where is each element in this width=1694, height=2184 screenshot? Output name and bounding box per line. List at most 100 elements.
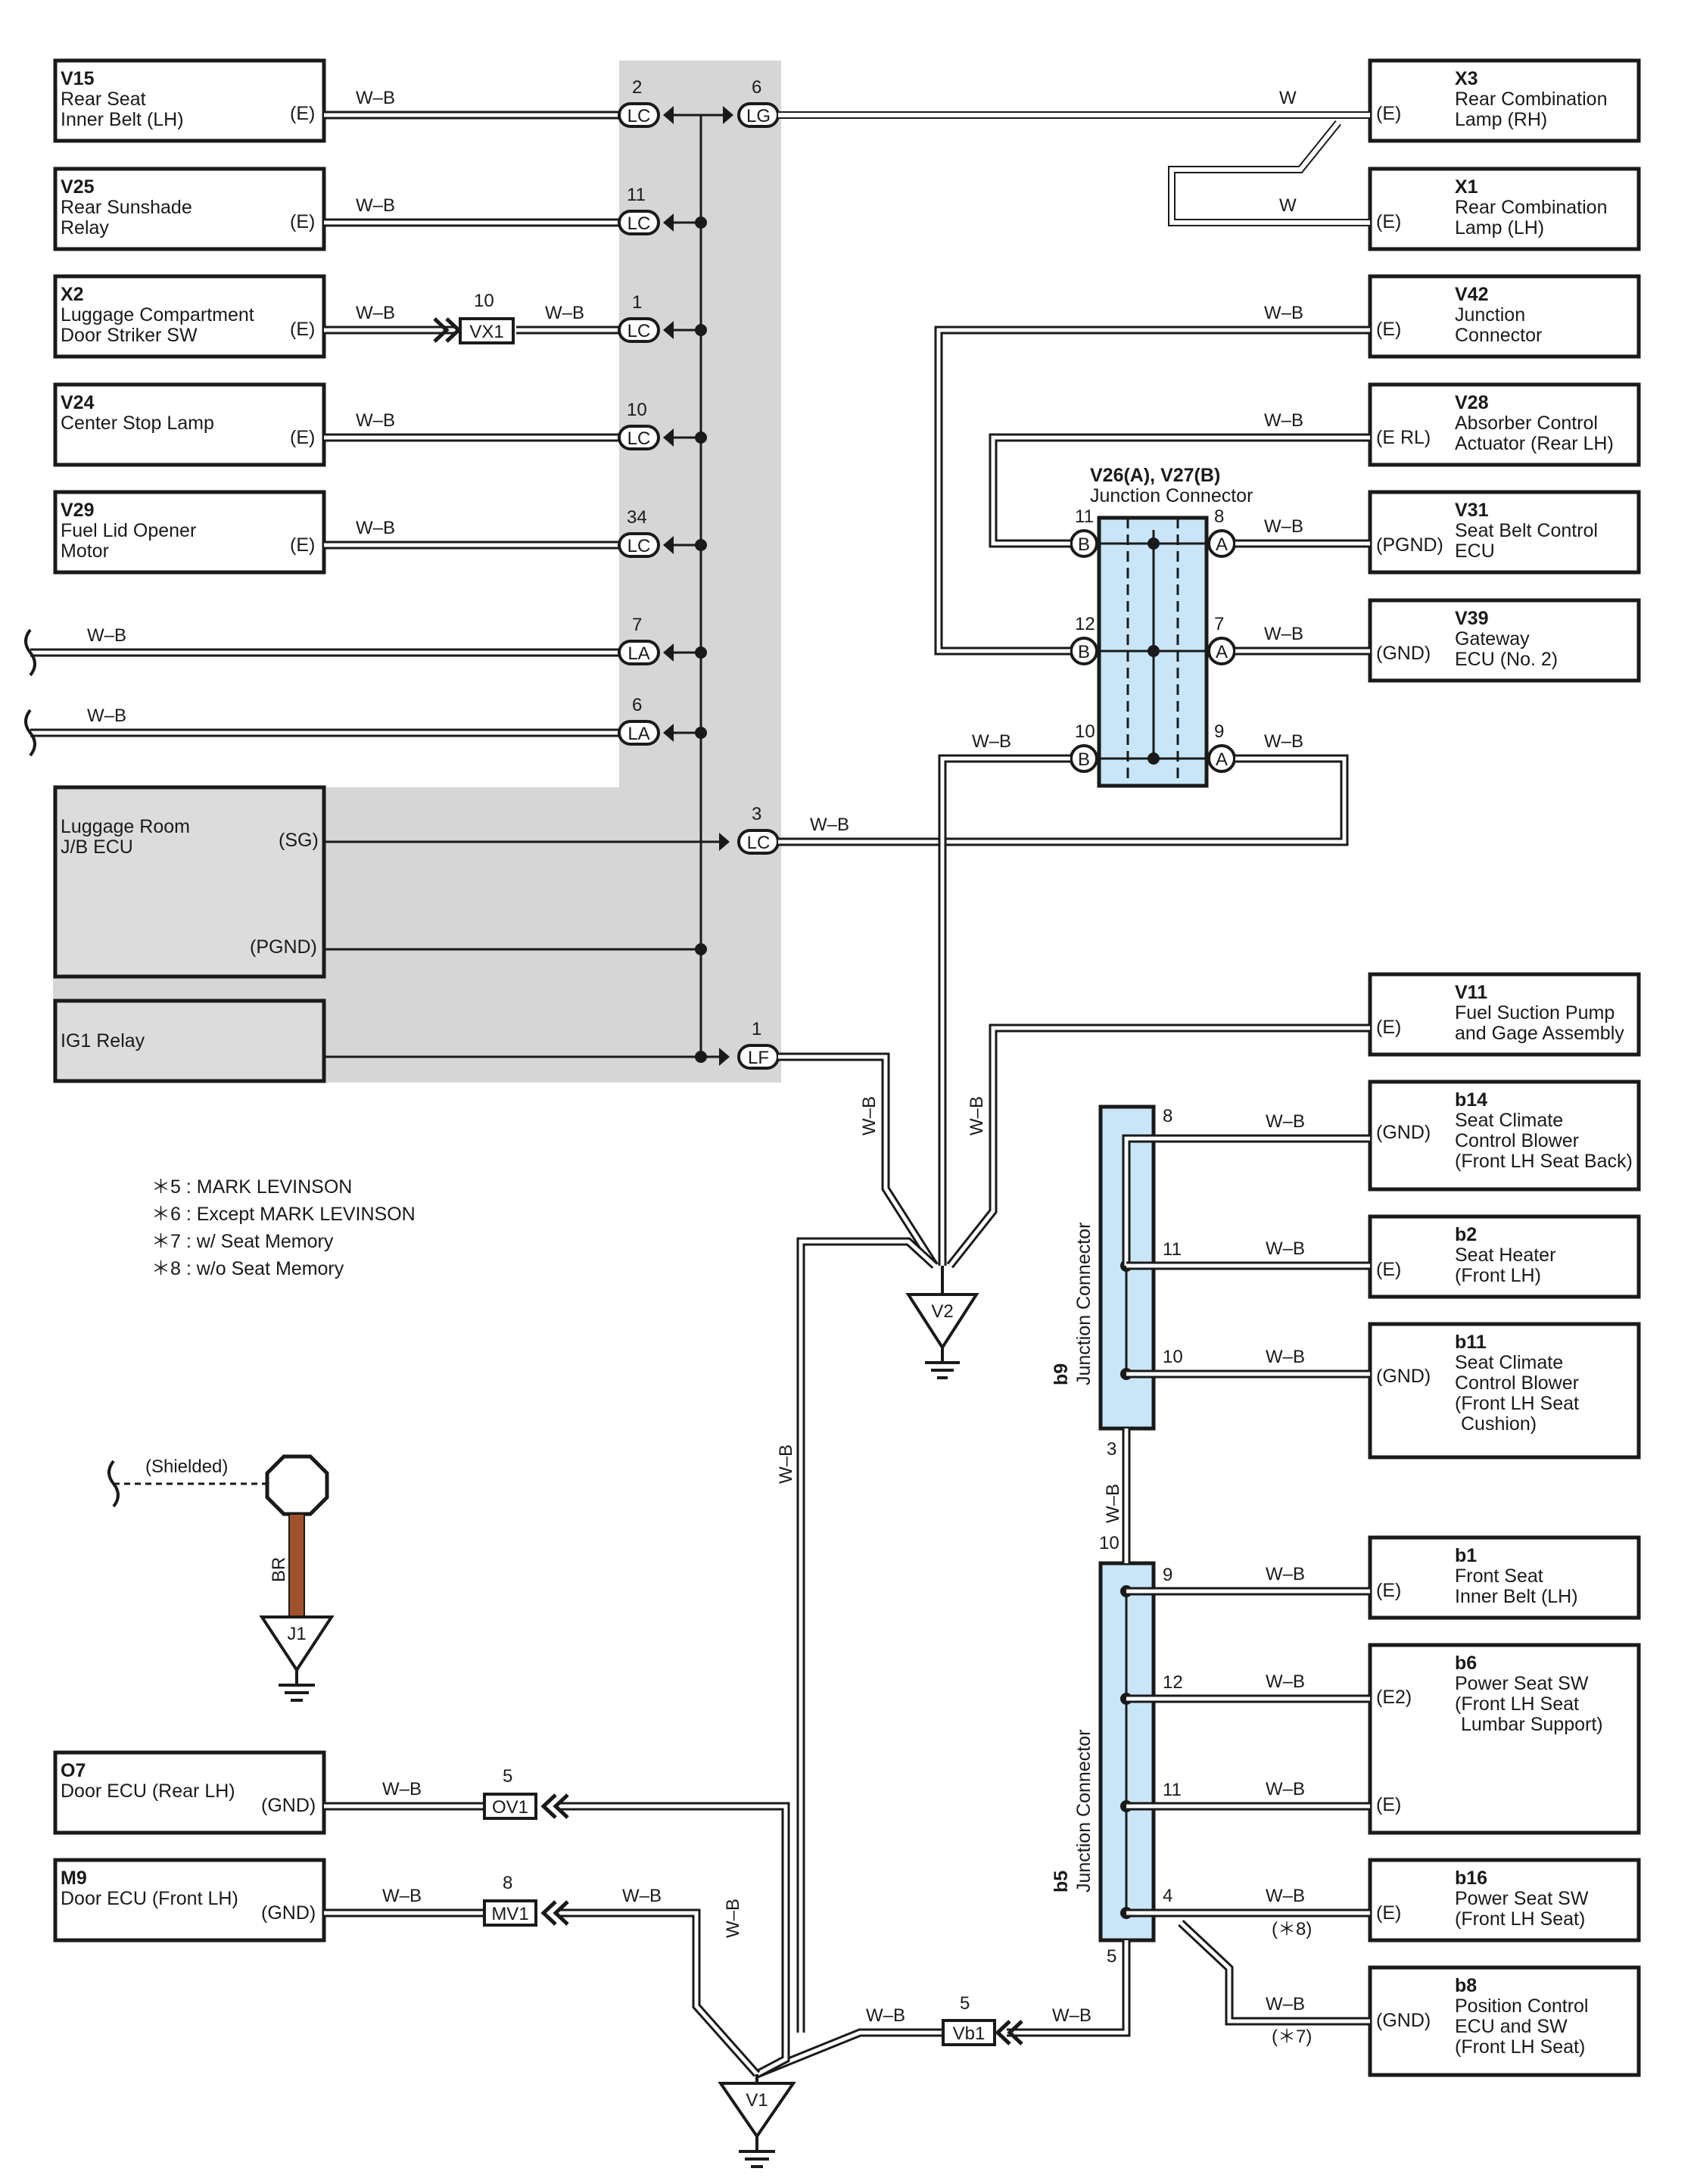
component-b6: b6 Power Seat SW (Front LH Seat Lumbar S…: [1368, 1643, 1641, 1835]
svg-text:Lumbar Support): Lumbar Support): [1461, 1714, 1603, 1735]
shield-ground-j1: (Shielded) BR J1: [107, 1454, 335, 1702]
v29-code: V29: [61, 500, 94, 521]
svg-text:W–B: W–B: [859, 1096, 880, 1136]
svg-text:Rear Combination: Rear Combination: [1455, 89, 1608, 110]
component-v11: V11 Fuel Suction Pump and Gage Assembly …: [1368, 972, 1641, 1057]
svg-text:3: 3: [752, 804, 761, 824]
svg-text:V1: V1: [746, 2090, 768, 2111]
svg-text:(Front LH Seat): (Front LH Seat): [1455, 2036, 1585, 2058]
svg-text:Door ECU (Front LH): Door ECU (Front LH): [61, 1888, 238, 1909]
svg-text:Lamp (LH): Lamp (LH): [1455, 217, 1544, 238]
component-v24: V24 Center Stop Lamp (E): [53, 382, 326, 467]
plug-lc-11: LC 11: [618, 185, 674, 235]
svg-text:W–B: W–B: [1266, 1111, 1305, 1132]
svg-text:ECU (No. 2): ECU (No. 2): [1455, 649, 1558, 670]
svg-text:b11: b11: [1455, 1332, 1487, 1353]
connector-ov1: OV1 5: [483, 1766, 569, 1820]
svg-text:7: 7: [1214, 614, 1224, 634]
svg-text:Seat Climate: Seat Climate: [1455, 1110, 1563, 1131]
svg-text:W–B: W–B: [382, 1886, 422, 1906]
luggage-line2: J/B ECU: [61, 837, 133, 858]
svg-text:5: 5: [503, 1766, 512, 1787]
svg-text:W–B: W–B: [776, 1444, 796, 1484]
svg-text:Vb1: Vb1: [953, 2024, 986, 2044]
svg-text:(E): (E): [1376, 1259, 1401, 1280]
svg-text:b9: b9: [1051, 1363, 1072, 1385]
junction-v26-v27: V26(A), V27(B) Junction Connector B B B …: [1070, 465, 1253, 788]
svg-text:W–B: W–B: [545, 303, 584, 323]
svg-text:(E): (E): [1376, 319, 1401, 340]
svg-text:(E): (E): [1376, 1580, 1401, 1601]
wire-break-la7: [24, 628, 36, 677]
right-wires: [778, 111, 1370, 2033]
svg-text:Junction Connector: Junction Connector: [1073, 1223, 1095, 1385]
left-wire-labels: W–B W–B W–B W–B W–B W–B W–B W–B: [87, 88, 584, 726]
svg-text:(＊8): (＊8): [1272, 1919, 1312, 1939]
svg-text:9: 9: [1214, 721, 1224, 742]
svg-text:b1: b1: [1455, 1545, 1477, 1566]
svg-text:Control Blower: Control Blower: [1455, 1130, 1579, 1151]
junction-b-wires: [755, 1134, 1370, 2079]
svg-text:(GND): (GND): [261, 1902, 316, 1924]
component-v29: V29 Fuel Lid Opener Motor (E): [53, 490, 326, 575]
svg-text:V39: V39: [1455, 608, 1488, 629]
v25-line1: Rear Sunshade: [61, 197, 192, 218]
svg-text:LA: LA: [627, 643, 649, 664]
svg-text:ECU and SW: ECU and SW: [1455, 2016, 1568, 2037]
svg-text:(E RL): (E RL): [1376, 427, 1431, 448]
svg-text:8: 8: [1163, 1106, 1172, 1126]
svg-text:Rear Combination: Rear Combination: [1455, 197, 1608, 218]
component-v39: V39 Gateway ECU (No. 2) (GND): [1368, 598, 1641, 683]
svg-text:9: 9: [1163, 1565, 1172, 1585]
component-v42: V42 Junction Connector (E): [1368, 274, 1641, 359]
svg-text:b16: b16: [1455, 1868, 1487, 1889]
component-b1: b1 Front Seat Inner Belt (LH) (E): [1368, 1535, 1641, 1620]
svg-text:LC: LC: [747, 833, 771, 853]
connector-mv1: MV1 8: [483, 1873, 569, 1927]
svg-text:W–B: W–B: [1264, 410, 1303, 431]
svg-text:5: 5: [960, 1993, 970, 2014]
v29-terminal: (E): [290, 534, 315, 556]
svg-text:W–B: W–B: [622, 1886, 662, 1906]
svg-text:(GND): (GND): [1376, 1366, 1431, 1387]
x2-line2: Door Striker SW: [61, 325, 198, 346]
connector-vx1: VX1 10: [433, 291, 515, 344]
svg-text:LC: LC: [627, 536, 651, 556]
component-ig1-relay: IG1 Relay: [53, 999, 326, 1083]
junction-b9: b9 Junction Connector 8 11 10 3: [1051, 1104, 1183, 1460]
svg-text:Seat Belt Control: Seat Belt Control: [1455, 520, 1598, 541]
component-v25: V25 Rear Sunshade Relay (E): [53, 167, 326, 251]
svg-text:V31: V31: [1455, 500, 1489, 521]
svg-text:＊5 : MARK LEVINSON: ＊5 : MARK LEVINSON: [151, 1176, 352, 1198]
svg-text:Junction: Junction: [1455, 304, 1525, 326]
svg-text:LC: LC: [627, 106, 651, 126]
svg-text:(Front LH Seat: (Front LH Seat: [1455, 1693, 1579, 1715]
svg-text:W–B: W–B: [1266, 1994, 1305, 2014]
svg-text:(E2): (E2): [1376, 1687, 1412, 1708]
svg-text:BR: BR: [269, 1557, 289, 1582]
svg-text:V42: V42: [1455, 284, 1488, 305]
svg-text:(E): (E): [1376, 1794, 1401, 1815]
svg-text:11: 11: [1163, 1780, 1182, 1800]
svg-text:7: 7: [632, 615, 642, 635]
svg-text:(Front LH Seat): (Front LH Seat): [1455, 1908, 1585, 1930]
svg-text:(Front LH): (Front LH): [1455, 1265, 1541, 1286]
svg-text:A: A: [1216, 749, 1228, 770]
svg-text:B: B: [1078, 642, 1090, 662]
v25-code: V25: [61, 176, 95, 198]
svg-text:Actuator (Rear LH): Actuator (Rear LH): [1455, 433, 1614, 454]
x2-line1: Luggage Compartment: [61, 304, 254, 326]
svg-text:W–B: W–B: [1264, 516, 1303, 537]
svg-text:(PGND): (PGND): [1376, 534, 1443, 556]
svg-text:Gateway: Gateway: [1455, 628, 1530, 650]
svg-text:＊6 : Except MARK LEVINSON: ＊6 : Except MARK LEVINSON: [151, 1204, 416, 1225]
luggage-term-sg: (SG): [279, 830, 319, 851]
junction-b-labels: W–B W–B W–B W–B W–B W–B W–B W–B W–B (＊8)…: [866, 1111, 1312, 2047]
svg-text:(E): (E): [1376, 211, 1401, 232]
svg-text:W–B: W–B: [356, 410, 395, 431]
svg-text:10: 10: [627, 400, 647, 420]
svg-text:10: 10: [474, 291, 494, 311]
svg-text:(GND): (GND): [1376, 643, 1431, 664]
svg-text:b5: b5: [1051, 1871, 1072, 1893]
svg-text:1: 1: [752, 1019, 761, 1039]
